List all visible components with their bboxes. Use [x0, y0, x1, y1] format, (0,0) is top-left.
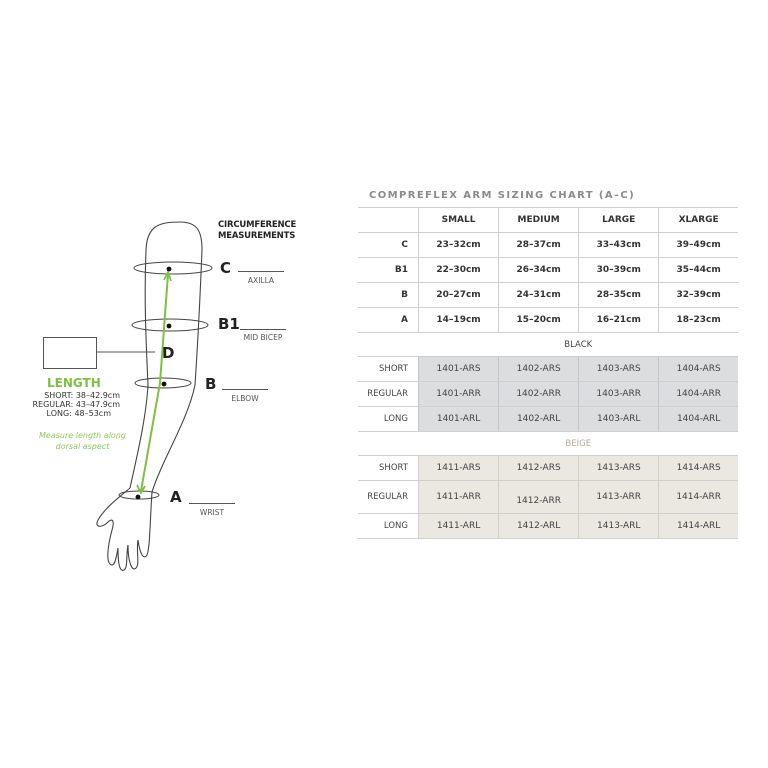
- circumference-title-line1: CIRCUMFERENCE: [218, 220, 297, 230]
- measure-note-line2: dorsal aspect: [55, 442, 110, 451]
- cell: 1414-ARL: [658, 513, 738, 539]
- row-label: B1: [358, 257, 419, 283]
- length-short: SHORT: 38–42.9cm: [44, 391, 120, 400]
- cell: 1401-ARL: [417, 406, 499, 432]
- cell: 1413-ARR: [578, 480, 659, 514]
- cell: 1401-ARS: [417, 356, 499, 382]
- cell: 1402-ARS: [498, 356, 579, 382]
- table-row: LONG 1401-ARL 1402-ARL 1403-ARL 1404-ARL: [358, 406, 738, 432]
- cell: 1412-ARR: [498, 480, 579, 514]
- row-label: LONG: [358, 513, 419, 539]
- cell: 1414-ARS: [658, 455, 738, 481]
- point-c-line: [238, 271, 284, 272]
- sizing-table: SMALL MEDIUM LARGE XLARGE C 23–32cm 28–3…: [358, 207, 738, 539]
- measure-note-line1: Measure length along: [39, 431, 126, 440]
- cell: 1412-ARS: [498, 455, 579, 481]
- col-header-medium: MEDIUM: [498, 207, 579, 233]
- cell: 1411-ARR: [417, 480, 499, 514]
- arm-illustration: [96, 221, 213, 571]
- table-row: REGULAR 1411-ARR 1412-ARR 1413-ARR 1414-…: [358, 480, 738, 514]
- row-label: REGULAR: [358, 480, 419, 514]
- cell: 18–23cm: [658, 307, 738, 333]
- table-row: REGULAR 1401-ARR 1402-ARR 1403-ARR 1404-…: [358, 381, 738, 407]
- section-header-beige: BEIGE: [358, 432, 738, 456]
- cell: 16–21cm: [578, 307, 659, 333]
- table-row: B 20–27cm 24–31cm 28–35cm 32–39cm: [358, 282, 738, 308]
- row-label: B: [358, 282, 419, 308]
- cell: 1402-ARL: [498, 406, 579, 432]
- header-corner: [358, 207, 419, 233]
- cell: 1404-ARL: [658, 406, 738, 432]
- circumference-title: CIRCUMFERENCE MEASUREMENTS: [218, 220, 296, 242]
- row-label: A: [358, 307, 419, 333]
- row-label: C: [358, 232, 419, 258]
- point-b1-line: [240, 329, 286, 330]
- cell: 1403-ARS: [578, 356, 659, 382]
- row-label: REGULAR: [358, 381, 419, 407]
- table-row: A 14–19cm 15–20cm 16–21cm 18–23cm: [358, 307, 738, 333]
- cell: 23–32cm: [417, 232, 499, 258]
- chart-title: COMPREFLEX ARM SIZING CHART (A–C): [369, 190, 636, 201]
- point-d-letter: D: [162, 344, 175, 362]
- cell: 1411-ARL: [417, 513, 499, 539]
- circumference-title-line2: MEASUREMENTS: [218, 231, 296, 241]
- measure-note: Measure length along dorsal aspect: [20, 430, 145, 452]
- section-label-black: BLACK: [564, 339, 593, 350]
- table-row: SHORT 1401-ARS 1402-ARS 1403-ARS 1404-AR…: [358, 356, 738, 382]
- cell: 24–31cm: [498, 282, 579, 308]
- point-a-letter: A: [170, 488, 182, 506]
- cell: 28–37cm: [498, 232, 579, 258]
- table-row: LONG 1411-ARL 1412-ARL 1413-ARL 1414-ARL: [358, 513, 738, 539]
- cell: 15–20cm: [498, 307, 579, 333]
- cell: 1413-ARL: [578, 513, 659, 539]
- cell: 26–34cm: [498, 257, 579, 283]
- point-a-label: WRIST: [199, 508, 225, 517]
- cell: 1402-ARR: [498, 381, 579, 407]
- col-header-xlarge: XLARGE: [658, 207, 738, 233]
- length-regular: REGULAR: 43–47.9cm: [32, 400, 120, 409]
- length-title: LENGTH: [47, 376, 101, 390]
- point-b-line: [222, 389, 268, 390]
- row-label: SHORT: [358, 455, 419, 481]
- cell: 33–43cm: [578, 232, 659, 258]
- length-ranges: SHORT: 38–42.9cm REGULAR: 43–47.9cm LONG…: [10, 391, 120, 418]
- point-a-line: [189, 503, 235, 504]
- cell: 35–44cm: [658, 257, 738, 283]
- cell: 1414-ARR: [658, 480, 738, 514]
- cell: 1404-ARS: [658, 356, 738, 382]
- length-input-box: [43, 337, 97, 369]
- point-c-letter: C: [220, 259, 232, 277]
- row-label: SHORT: [358, 356, 419, 382]
- point-b-label: ELBOW: [231, 394, 259, 403]
- cell: 1403-ARL: [578, 406, 659, 432]
- table-header-row: SMALL MEDIUM LARGE XLARGE: [358, 207, 738, 233]
- cell: 30–39cm: [578, 257, 659, 283]
- point-b-letter: B: [205, 375, 217, 393]
- cell: 39–49cm: [658, 232, 738, 258]
- cell: 1403-ARR: [578, 381, 659, 407]
- cell: 1401-ARR: [417, 381, 499, 407]
- col-header-large: LARGE: [578, 207, 659, 233]
- cell: 32–39cm: [658, 282, 738, 308]
- table-row: B1 22–30cm 26–34cm 30–39cm 35–44cm: [358, 257, 738, 283]
- point-b1-letter: B1: [218, 315, 240, 333]
- table-row: C 23–32cm 28–37cm 33–43cm 39–49cm: [358, 232, 738, 258]
- cell: 28–35cm: [578, 282, 659, 308]
- cell: 1413-ARS: [578, 455, 659, 481]
- cell: 1404-ARR: [658, 381, 738, 407]
- col-header-small: SMALL: [417, 207, 499, 233]
- cell: 1412-ARL: [498, 513, 579, 539]
- section-header-black: BLACK: [358, 333, 738, 357]
- cell: 1411-ARS: [417, 455, 499, 481]
- section-label-beige: BEIGE: [565, 438, 592, 449]
- point-b1-label: MID BICEP: [243, 333, 283, 342]
- length-long: LONG: 48–53cm: [46, 409, 111, 418]
- table-row: SHORT 1411-ARS 1412-ARS 1413-ARS 1414-AR…: [358, 455, 738, 481]
- cell: 20–27cm: [417, 282, 499, 308]
- cell: 22–30cm: [417, 257, 499, 283]
- cell: 14–19cm: [417, 307, 499, 333]
- row-label: LONG: [358, 406, 419, 432]
- point-c-label: AXILLA: [247, 276, 275, 285]
